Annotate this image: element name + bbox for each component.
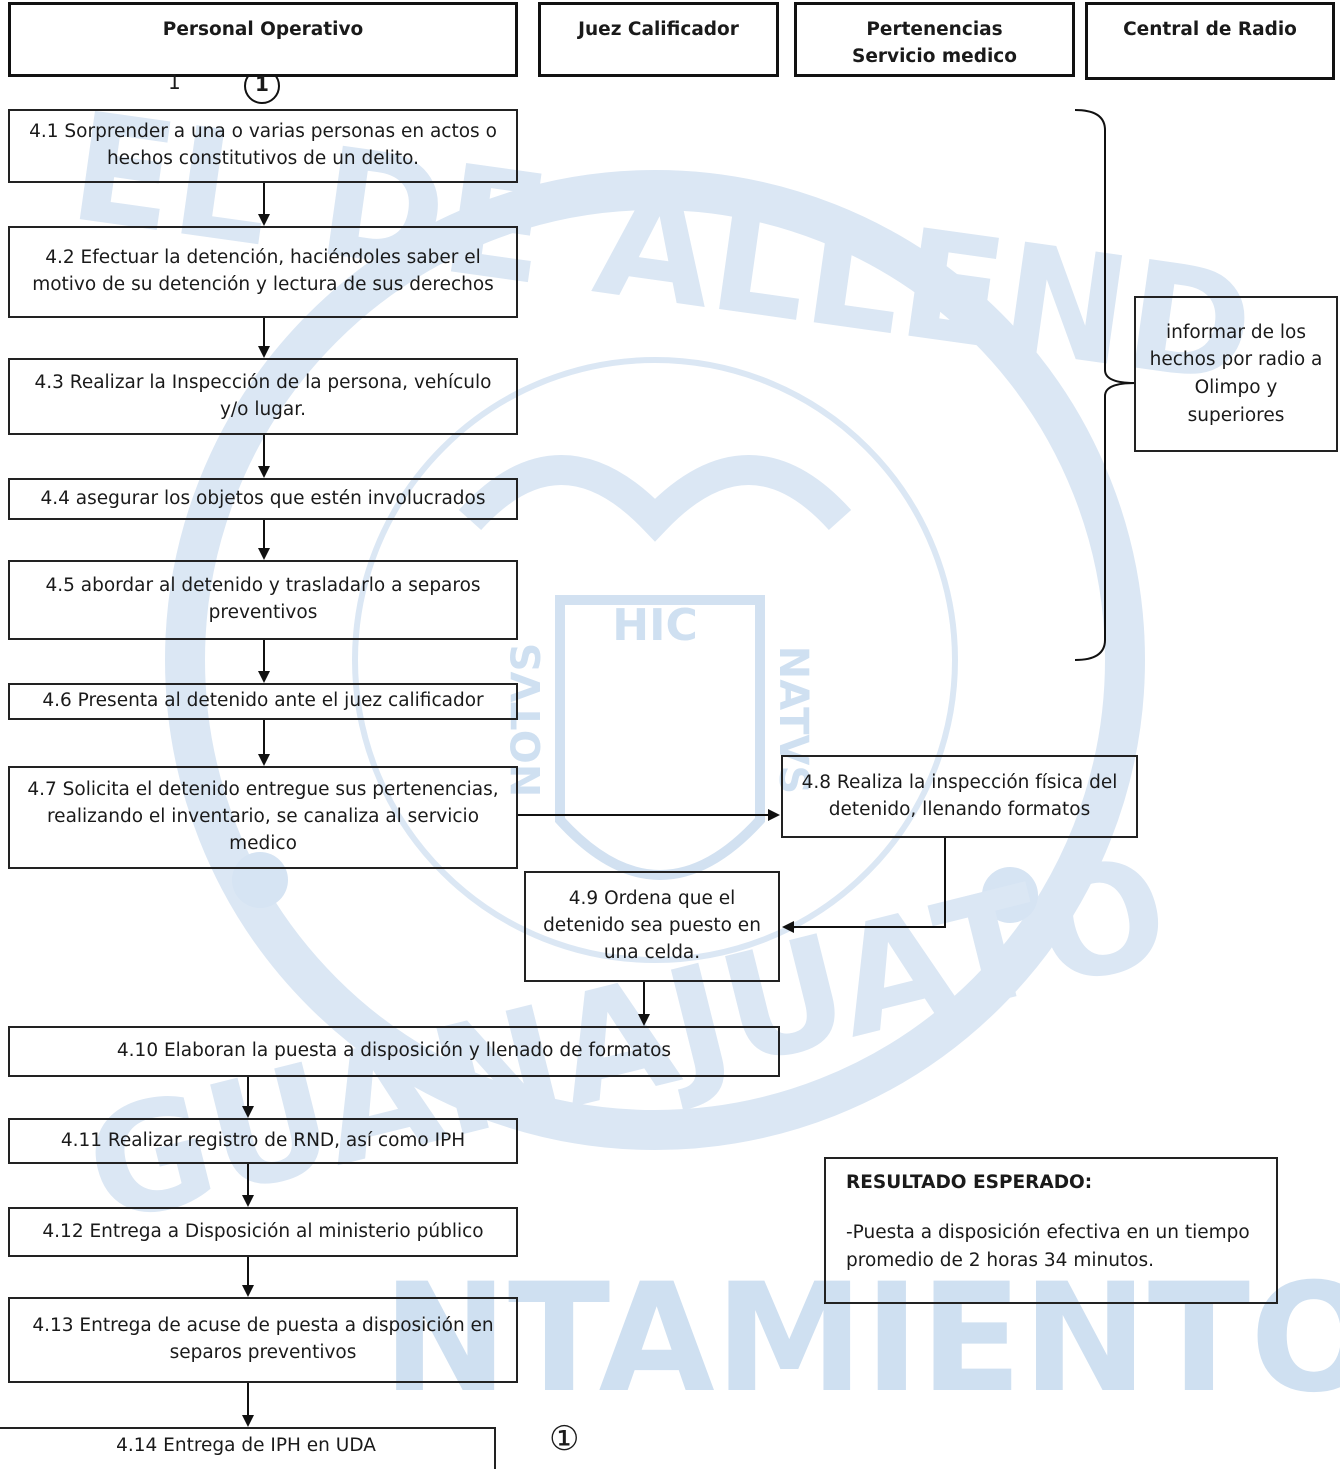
lane-central-de-radio: Central de Radio <box>1085 2 1335 80</box>
start-tick-mark: 1 <box>168 70 181 94</box>
end-connector-marker: ① <box>549 1419 580 1459</box>
expected-result-text: -Puesta a disposición efectiva en un tie… <box>846 1221 1250 1271</box>
arrow-4-8-to-4-9 <box>782 838 946 933</box>
step-4-11: 4.11 Realizar registro de RND, así como … <box>8 1118 518 1164</box>
step-4-13: 4.13 Entrega de acuse de puesta a dispos… <box>8 1297 518 1383</box>
radio-bracket <box>1074 109 1136 661</box>
step-4-12: 4.12 Entrega a Disposición al ministerio… <box>8 1207 518 1257</box>
step-4-1: 4.1 Sorprender a una o varias personas e… <box>8 109 518 183</box>
step-4-5: 4.5 abordar al detenido y trasladarlo a … <box>8 560 518 640</box>
step-4-3: 4.3 Realizar la Inspección de la persona… <box>8 358 518 435</box>
start-connector-label: 1 <box>255 72 269 96</box>
step-4-9: 4.9 Ordena que el detenido sea puesto en… <box>524 871 780 982</box>
watermark-shield-top: HIC <box>612 600 698 651</box>
step-4-14: 4.14 Entrega de IPH en UDA <box>0 1427 496 1469</box>
expected-result-title: RESULTADO ESPERADO: <box>846 1172 1093 1193</box>
step-4-8: 4.8 Realiza la inspección física del det… <box>781 755 1138 838</box>
lane-personal-operativo: Personal Operativo <box>8 2 518 77</box>
lane-pertenencias-servicio-medico: Pertenencias Servicio medico <box>794 2 1075 77</box>
step-4-4: 4.4 asegurar los objetos que estén invol… <box>8 478 518 520</box>
step-4-7: 4.7 Solicita el detenido entregue sus pe… <box>8 766 518 869</box>
step-4-6: 4.6 Presenta al detenido ante el juez ca… <box>8 683 518 720</box>
expected-result-box: RESULTADO ESPERADO: -Puesta a disposició… <box>824 1157 1278 1304</box>
step-4-10: 4.10 Elaboran la puesta a disposición y … <box>8 1026 780 1077</box>
lane-juez-calificador: Juez Calificador <box>538 2 779 77</box>
radio-note: informar de los hechos por radio a Olimp… <box>1134 296 1338 452</box>
step-4-2: 4.2 Efectuar la detención, haciéndoles s… <box>8 226 518 318</box>
